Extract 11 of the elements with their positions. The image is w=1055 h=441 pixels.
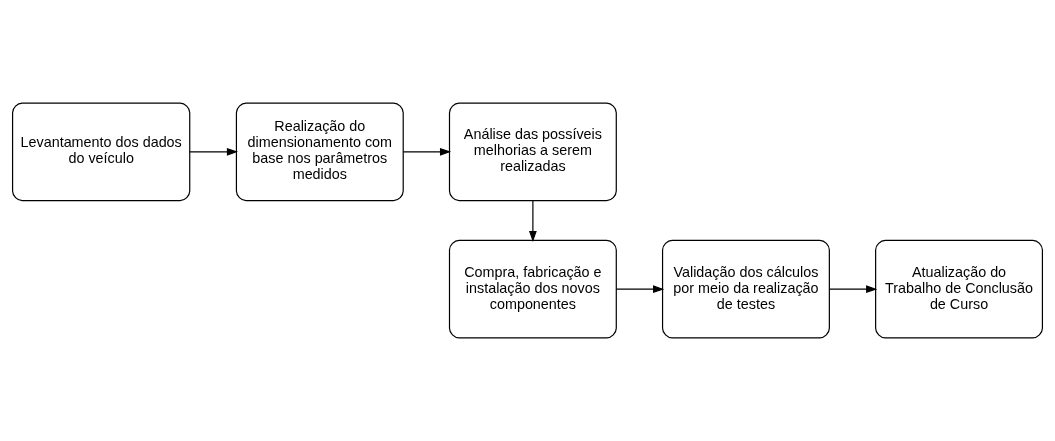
arrow (528, 200, 537, 243)
node-box: Levantamento dos dados do veículo (12, 102, 191, 202)
arrow (189, 147, 239, 156)
node-box: Análise das possíveis melhorias a serem realizadas (448, 102, 617, 202)
node-box: Realização do dimensionamento com base nos parâmetros medidos (235, 102, 404, 202)
arrow (828, 285, 878, 294)
arrow (615, 285, 665, 294)
node-box: Compra, fabricação e instalação dos novos componentes (448, 239, 617, 339)
node-box: Atualização do Trabalho de Conclusão de Curso (875, 239, 1043, 339)
node-box: Validação dos cálculos por meio da realização de testes (661, 239, 830, 339)
arrow (402, 147, 452, 156)
